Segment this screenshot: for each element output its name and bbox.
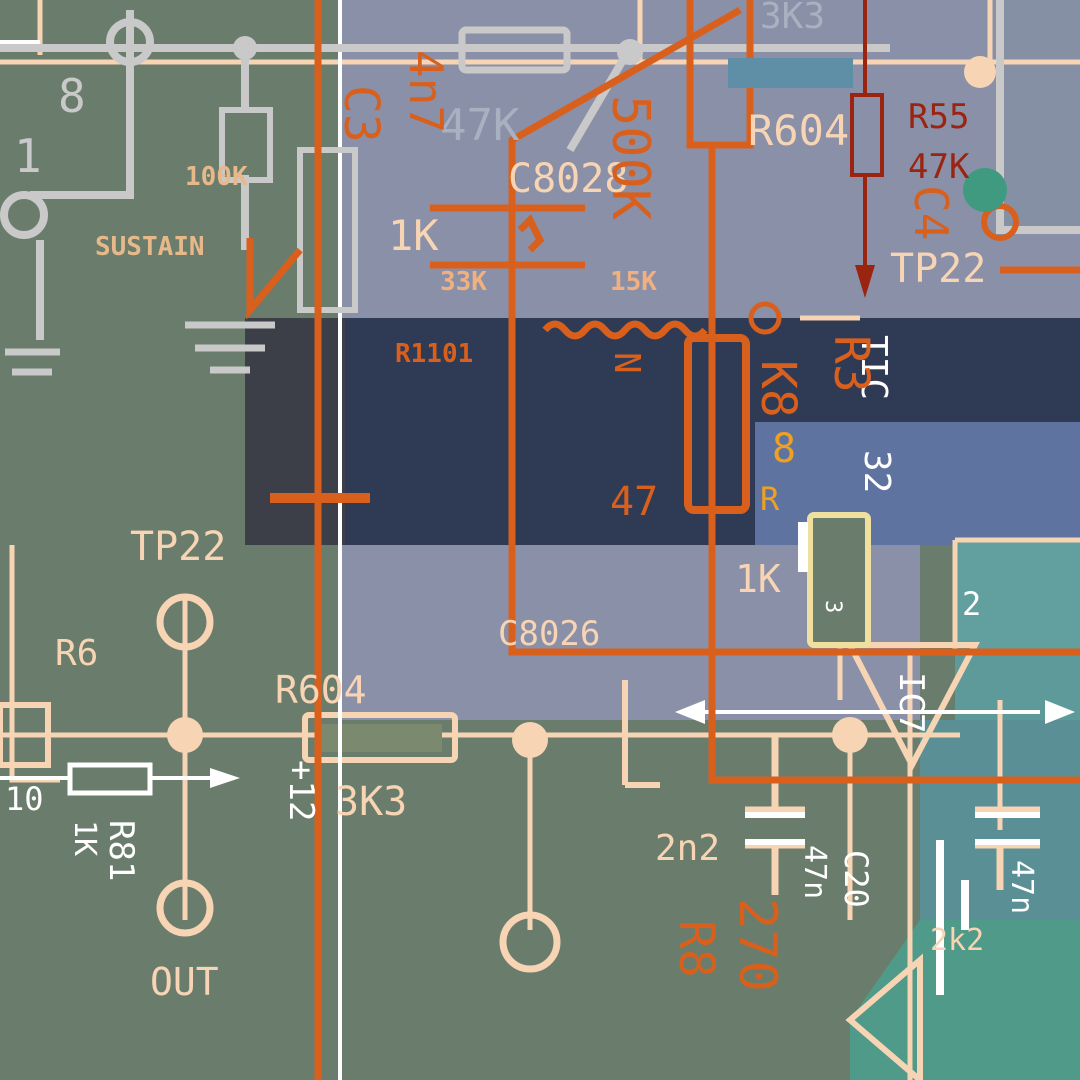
label-47k-top: 47K bbox=[440, 100, 520, 151]
label-node-10: 10 bbox=[5, 780, 44, 818]
label-3k3-bottom: 3K3 bbox=[335, 779, 407, 825]
grey-node-d bbox=[0, 191, 48, 239]
label-r1101: R1101 bbox=[395, 339, 473, 369]
orange-resistor-47 bbox=[684, 334, 750, 514]
bg-teal-box bbox=[955, 540, 1080, 650]
label-pin2: 2 bbox=[962, 585, 981, 623]
label-c1-value: 47n bbox=[1004, 860, 1039, 914]
chip-ic-pin3 bbox=[807, 512, 871, 648]
label-r604-top: R604 bbox=[748, 106, 849, 155]
label-c3-value: 4n7 bbox=[399, 50, 453, 133]
grey-resistor-side bbox=[219, 107, 273, 183]
label-tp22-bottom: TP22 bbox=[130, 524, 226, 570]
bg-navy-left bbox=[245, 318, 345, 545]
label-r8: R8 bbox=[668, 920, 724, 978]
bg-grey-panel bbox=[1000, 0, 1080, 230]
label-k8: K8 bbox=[750, 360, 806, 418]
resistor-r81 bbox=[67, 762, 153, 796]
white-tab bbox=[798, 522, 808, 572]
labels-layer: 8 1 47K 3K3 1K C8028 R604 TP22 TP22 1K C… bbox=[5, 0, 1039, 1004]
label-pin3: 3 bbox=[820, 600, 845, 613]
label-33k: 33K bbox=[440, 267, 487, 297]
label-tic: TIC bbox=[853, 335, 894, 400]
label-c20-value: 47n bbox=[797, 845, 832, 899]
grey-node-b bbox=[233, 36, 257, 60]
terminal-rings bbox=[156, 593, 561, 973]
arrow-down-r55 bbox=[855, 265, 875, 298]
label-r3: R3 bbox=[823, 335, 879, 393]
label-tp22-top: TP22 bbox=[890, 246, 986, 292]
teal-dot bbox=[963, 168, 1007, 212]
arrow-right bbox=[1045, 700, 1075, 724]
arrow-right-r81 bbox=[210, 768, 240, 788]
label-c20: C20 bbox=[837, 850, 875, 908]
label-plus12: +12 bbox=[281, 760, 321, 821]
label-r55: R55 bbox=[908, 97, 969, 137]
orange-traces bbox=[246, 0, 1080, 1080]
label-1k-mid: 1K bbox=[735, 557, 781, 601]
label-r-small: R bbox=[760, 480, 780, 518]
label-2n2: 2n2 bbox=[655, 828, 720, 869]
label-32: 32 bbox=[856, 450, 897, 493]
opamp-ic7 bbox=[845, 642, 980, 772]
grey-box-wiper bbox=[297, 147, 358, 313]
label-r8-value: 270 bbox=[727, 898, 787, 992]
label-500k: 500K bbox=[600, 95, 660, 221]
label-1k-left: 1K bbox=[388, 211, 439, 260]
orange-node-ring bbox=[748, 301, 782, 335]
label-c8028-top: C8028 bbox=[508, 156, 628, 202]
label-r81-value: 1K bbox=[67, 820, 102, 856]
connection-nodes bbox=[167, 56, 996, 758]
label-3k3-top: 3K3 bbox=[760, 0, 825, 37]
label-15k: 15K bbox=[610, 267, 657, 297]
white-capacitor-bars bbox=[745, 812, 1040, 845]
label-c8026-bottom: C8026 bbox=[498, 614, 600, 654]
label-c4: C4 bbox=[904, 185, 958, 240]
label-r-mirror: R6 bbox=[55, 633, 98, 674]
label-r55-value: 47K bbox=[908, 147, 970, 187]
grey-node-a bbox=[106, 18, 154, 66]
label-c3: C3 bbox=[333, 85, 389, 143]
label-2k2: 2k2 bbox=[930, 923, 984, 958]
opamp-lower bbox=[845, 953, 923, 1080]
label-8: 8 bbox=[772, 426, 796, 472]
ground-symbol bbox=[5, 321, 275, 376]
white-bars-right bbox=[936, 840, 969, 995]
grey-resistor-top bbox=[458, 26, 571, 74]
label-r81: R81 bbox=[101, 820, 141, 881]
label-100k: 100K bbox=[185, 162, 248, 192]
arrow-left bbox=[675, 700, 705, 724]
label-n: N bbox=[606, 352, 647, 374]
capacitor-left bbox=[622, 680, 660, 788]
label-out: OUT bbox=[150, 960, 219, 1004]
label-47-small: 47 bbox=[610, 479, 658, 525]
grey-node-c bbox=[617, 39, 643, 65]
label-node-8: 8 bbox=[58, 69, 86, 123]
teal-marker bbox=[728, 58, 853, 88]
white-traces bbox=[0, 0, 1040, 1080]
label-sustain: SUSTAIN bbox=[95, 232, 205, 262]
label-r604-bottom: R604 bbox=[275, 668, 367, 712]
label-node-1: 1 bbox=[14, 129, 42, 183]
label-ic7: IC7 bbox=[891, 672, 931, 733]
resistor-left-lower bbox=[0, 702, 51, 768]
